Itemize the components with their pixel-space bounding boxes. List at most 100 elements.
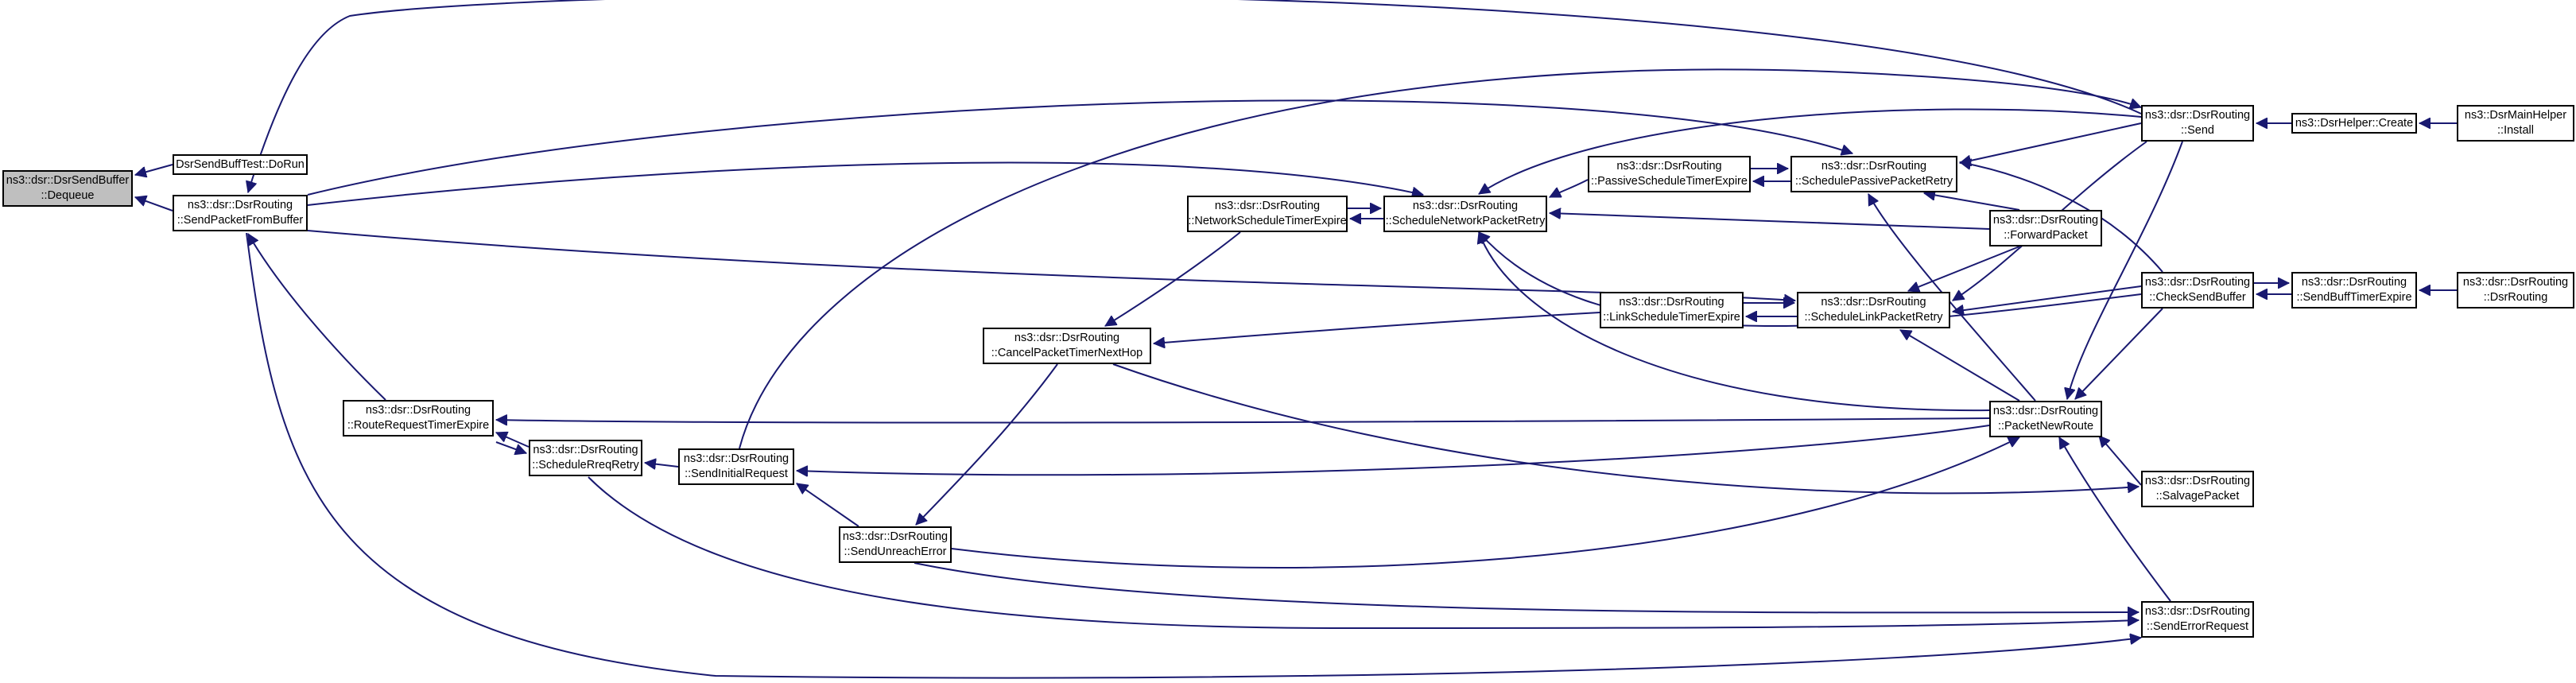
node-salvagepacket[interactable]: ns3::dsr::DsrRouting::SalvagePacket [2141, 471, 2254, 507]
edge-packetnewroute-to-schedulelinkpacketretry [1900, 329, 2020, 402]
node-dorun[interactable]: DsrSendBuffTest::DoRun [173, 154, 308, 175]
edge-dorun-to-dequeue [135, 164, 173, 175]
node-schedulepassivepacketretry[interactable]: ns3::dsr::DsrRouting::SchedulePassivePac… [1790, 156, 1957, 192]
node-sendinitialrequest[interactable]: ns3::dsr::DsrRouting::SendInitialRequest [678, 448, 794, 485]
edge-schedulereqretry-to-senderrorrequest [588, 476, 2139, 630]
node-label: ns3::dsr::DsrRouting [1821, 296, 1926, 309]
edge-packetnewroute-to-schedulepassivepacketretry [1868, 194, 2036, 402]
edge-packetnewroute-to-sendinitialrequest [797, 425, 1990, 475]
node-label: ::PassiveScheduleTimerExpire [1591, 175, 1748, 188]
node-dsrrouting[interactable]: ns3::dsr::DsrRouting::DsrRouting [2457, 272, 2574, 309]
edge-sendinitialrequest-to-schedulereqretry [645, 463, 679, 467]
node-sendbufftimerexpire[interactable]: ns3::dsr::DsrRouting::SendBuffTimerExpir… [2291, 272, 2417, 309]
edge-sendinitialrequest-to-send [739, 68, 2141, 449]
node-label: ::SendErrorRequest [2146, 620, 2249, 633]
edge-cancelpackettimernexthop-to-salvagepacket [1112, 363, 2139, 495]
edge-forwardpacket-to-schedulepassivepacketretry [1924, 193, 2020, 211]
edge-send-to-sendpacketfrombuffer [248, 0, 2142, 192]
node-label: ns3::dsr::DsrRouting [2144, 276, 2251, 289]
edge-send-to-schedulepassivepacketretry [1960, 122, 2142, 163]
node-label: ns3::dsr::DsrRouting [1821, 160, 1927, 173]
edge-sendpacketfrombuffer-to-schedulelinkpacketretry [307, 230, 1795, 301]
node-label: ::ScheduleNetworkPacketRetry [1385, 215, 1546, 227]
node-label: ns3::dsr::DsrRouting [1619, 296, 1724, 309]
edge-sendunreacherror-to-packetnewroute [951, 437, 2019, 569]
node-label: ::NetworkScheduleTimerExpire [1188, 215, 1347, 227]
node-label: ns3::dsr::DsrRouting [1992, 405, 2099, 417]
node-schedulelinkpacketretry[interactable]: ns3::dsr::DsrRouting::ScheduleLinkPacket… [1797, 292, 1950, 328]
edge-packetnewroute-to-schedulenetworkpacketretry [1479, 232, 1990, 412]
edge-cancelpackettimernexthop-to-sendunreacherror [916, 363, 1058, 525]
node-label: ns3::dsr::DsrRouting [1412, 200, 1519, 212]
edge-forwardpacket-to-schedulenetworkpacketretry [1550, 213, 1990, 230]
node-label: ::PacketNewRoute [1997, 420, 2094, 433]
edge-sendunreacherror-to-sendinitialrequest [797, 483, 859, 527]
edge-sendpacketfrombuffer-to-dequeue [135, 197, 173, 211]
node-label: ns3::dsr::DsrRouting [683, 452, 789, 465]
node-label: ::SendInitialRequest [685, 468, 788, 480]
edge-checksendbuffer-to-schedulepassivepacketretry [1960, 162, 2163, 273]
node-packetnewroute[interactable]: ns3::dsr::DsrRouting::PacketNewRoute [1989, 401, 2102, 437]
node-senderrorrequest[interactable]: ns3::dsr::DsrRouting::SendErrorRequest [2141, 601, 2254, 638]
node-label: ::SalvagePacket [2155, 490, 2240, 503]
edge-networkscheduletimerexpire-to-cancelpackettimernexthop [1105, 231, 1241, 327]
node-sendunreacherror[interactable]: ns3::dsr::DsrRouting::SendUnreachError [839, 526, 952, 563]
node-schedulereqretry[interactable]: ns3::dsr::DsrRouting::ScheduleRreqRetry [529, 440, 642, 476]
node-label: ::ScheduleLinkPacketRetry [1804, 311, 1943, 324]
node-label: ::ForwardPacket [2004, 229, 2088, 242]
node-label: ns3::dsr::DsrRouting [2144, 475, 2251, 487]
node-dequeue: ns3::dsr::DsrSendBuffer::Dequeue [2, 170, 133, 207]
edge-forwardpacket-to-schedulelinkpacketretry [1908, 246, 2020, 291]
node-label: ns3::dsr::DsrRouting [187, 199, 293, 211]
node-send[interactable]: ns3::dsr::DsrRouting::Send [2141, 105, 2254, 142]
node-label: ::ScheduleRreqRetry [532, 459, 639, 472]
node-label: ns3::dsr::DsrRouting [842, 530, 949, 543]
node-checksendbuffer[interactable]: ns3::dsr::DsrRouting::CheckSendBuffer [2141, 272, 2254, 309]
node-label: ns3::DsrMainHelper [2464, 109, 2567, 122]
node-label: DsrSendBuffTest::DoRun [176, 157, 305, 171]
node-label: ::Dequeue [41, 189, 95, 202]
node-label: ::DsrRouting [2483, 291, 2548, 304]
edge-sendpacketfrombuffer-to-senderrorrequest [246, 232, 2141, 679]
node-label: ns3::dsr::DsrRouting [365, 404, 471, 417]
edge-linkscheduletimerexpire-to-cancelpackettimernexthop [1154, 312, 1600, 343]
node-label: ::SchedulePassivePacketRetry [1794, 175, 1953, 188]
node-label: ns3::dsr::DsrRouting [533, 444, 638, 456]
edge-sendpacketfrombuffer-to-schedulenetworkpacketretry [307, 161, 1423, 206]
node-label: ::CancelPacketTimerNextHop [991, 347, 1143, 359]
node-label: ::SendPacketFromBuffer [177, 214, 304, 227]
node-routerequesttimerexpire[interactable]: ns3::dsr::DsrRouting::RouteRequestTimerE… [343, 400, 494, 437]
node-label: ::LinkScheduleTimerExpire [1603, 311, 1740, 324]
node-label: ns3::DsrHelper::Create [2295, 116, 2414, 130]
node-cancelpackettimernexthop[interactable]: ns3::dsr::DsrRouting::CancelPacketTimerN… [983, 328, 1151, 364]
node-dsrhelpercreate[interactable]: ns3::DsrHelper::Create [2291, 113, 2417, 134]
edge-sendpacketfrombuffer-to-schedulepassivepacketretry [307, 99, 1852, 196]
node-label: ns3::dsr::DsrRouting [1616, 160, 1722, 173]
edge-sendunreacherror-to-senderrorrequest [914, 562, 2139, 612]
node-linkscheduletimerexpire[interactable]: ns3::dsr::DsrRouting::LinkScheduleTimerE… [1600, 292, 1744, 328]
edge-routerequesttimerexpire-to-sendpacketfrombuffer [247, 234, 386, 401]
edge-senderrorrequest-to-packetnewroute [2058, 437, 2171, 602]
node-label: ns3::dsr::DsrRouting [2301, 276, 2407, 289]
node-label: ::SendUnreachError [844, 545, 947, 558]
node-forwardpacket[interactable]: ns3::dsr::DsrRouting::ForwardPacket [1989, 210, 2102, 246]
node-label: ns3::dsr::DsrRouting [1992, 214, 2099, 227]
node-passivescheduletimerexpire[interactable]: ns3::dsr::DsrRouting::PassiveScheduleTim… [1588, 156, 1751, 192]
edges [135, 0, 2457, 679]
node-schedulenetworkpacketretry[interactable]: ns3::dsr::DsrRouting::ScheduleNetworkPac… [1383, 196, 1547, 232]
edge-routerequesttimerexpire-to-schedulereqretry [495, 441, 526, 453]
node-label: ::Install [2497, 124, 2534, 137]
node-label: ns3::dsr::DsrRouting [2462, 276, 2569, 289]
node-label: ns3::dsr::DsrRouting [2144, 109, 2251, 122]
node-label: ::SendBuffTimerExpire [2296, 291, 2412, 304]
node-label: ns3::dsr::DsrSendBuffer [6, 174, 130, 187]
node-networkscheduletimerexpire[interactable]: ns3::dsr::DsrRouting::NetworkScheduleTim… [1187, 196, 1348, 232]
edge-checksendbuffer-to-schedulelinkpacketretry [1953, 285, 2142, 312]
node-sendpacketfrombuffer[interactable]: ns3::dsr::DsrRouting::SendPacketFromBuff… [173, 195, 308, 231]
edge-salvagepacket-to-packetnewroute [2098, 436, 2142, 486]
edge-packetnewroute-to-routerequesttimerexpire [496, 418, 1990, 423]
node-dsrmainhelperinstall[interactable]: ns3::DsrMainHelper::Install [2457, 105, 2574, 142]
edge-checksendbuffer-to-packetnewroute [2075, 308, 2163, 399]
node-label: ns3::dsr::DsrRouting [1014, 332, 1120, 344]
